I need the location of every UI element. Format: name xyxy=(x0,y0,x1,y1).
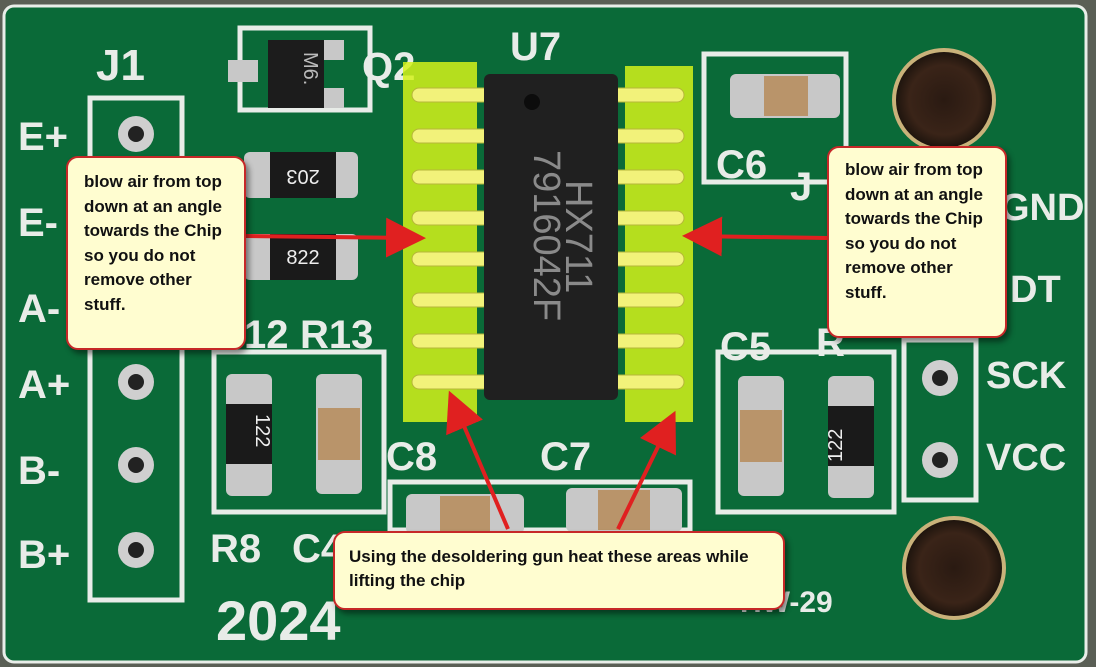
arrow-bottom-left xyxy=(446,390,510,530)
pin-label-vcc: VCC xyxy=(986,437,1066,479)
label-c7: C7 xyxy=(540,435,591,479)
output-pin-holes xyxy=(922,360,958,478)
label-r13: R13 xyxy=(300,313,373,357)
chip-marking-line2: 7916042F xyxy=(525,150,567,321)
callout-right: blow air from top down at an angle towar… xyxy=(827,146,1007,338)
silkscreen-text: J1 Q2 U7 C6 C5 C7 C8 C4 R8 R13 12 J R 20… xyxy=(18,25,1084,652)
pin-label-sck: SCK xyxy=(986,355,1067,397)
label-c8: C8 xyxy=(386,435,437,479)
arrow-left-callout xyxy=(245,217,426,258)
label-u7: U7 xyxy=(510,25,561,69)
highlight-right-pins xyxy=(625,66,693,422)
pin-label-gnd: GND xyxy=(1000,187,1084,229)
label-r12-partial: 12 xyxy=(244,313,289,357)
pin-label-e-plus: E+ xyxy=(18,115,68,159)
pin-label-e-minus: E- xyxy=(18,201,58,245)
label-r8: R8 xyxy=(210,527,261,571)
label-c5: C5 xyxy=(720,325,771,369)
chip-pins xyxy=(411,87,685,390)
callout-bottom-text: Using the desoldering gun heat these are… xyxy=(349,547,749,590)
arrow-right-callout xyxy=(682,216,828,257)
transistor-marking: M6. xyxy=(299,52,321,85)
pin-label-a-plus: A+ xyxy=(18,363,70,407)
callout-left-text: blow air from top down at an angle towar… xyxy=(84,172,222,314)
pin-label-dt: DT xyxy=(1010,269,1061,311)
label-j1: J1 xyxy=(96,41,145,90)
label-j-partial: J xyxy=(790,165,812,209)
callout-left: blow air from top down at an angle towar… xyxy=(66,156,246,350)
chip-marking-line1: HX711 xyxy=(557,180,599,293)
transistor-q2: M6. xyxy=(228,40,344,108)
resistor-r8: 122 xyxy=(226,374,273,496)
svg-text:822: 822 xyxy=(286,247,319,269)
hx711-chip: HX711 7916042F xyxy=(484,74,618,400)
red-arrows xyxy=(245,216,828,530)
pin-label-b-minus: B- xyxy=(18,449,60,493)
pin-label-b-plus: B+ xyxy=(18,533,70,577)
callout-bottom: Using the desoldering gun heat these are… xyxy=(333,531,785,610)
svg-text:122: 122 xyxy=(825,429,847,462)
arrow-bottom-right xyxy=(616,410,676,530)
highlight-left-pins xyxy=(403,62,477,422)
mounting-hole-bottom xyxy=(902,516,1006,620)
svg-text:203: 203 xyxy=(286,165,319,187)
resistor-203: 203 xyxy=(244,152,358,198)
pin-label-a-minus: A- xyxy=(18,287,60,331)
resistor-r-right: 122 xyxy=(825,376,874,498)
capacitors xyxy=(316,74,840,534)
mounting-hole-top xyxy=(892,48,996,152)
callout-right-text: blow air from top down at an angle towar… xyxy=(845,160,983,302)
svg-text:122: 122 xyxy=(251,414,273,447)
label-year: 2024 xyxy=(216,589,341,652)
resistor-822: 822 xyxy=(244,234,358,280)
label-c6: C6 xyxy=(716,143,767,187)
